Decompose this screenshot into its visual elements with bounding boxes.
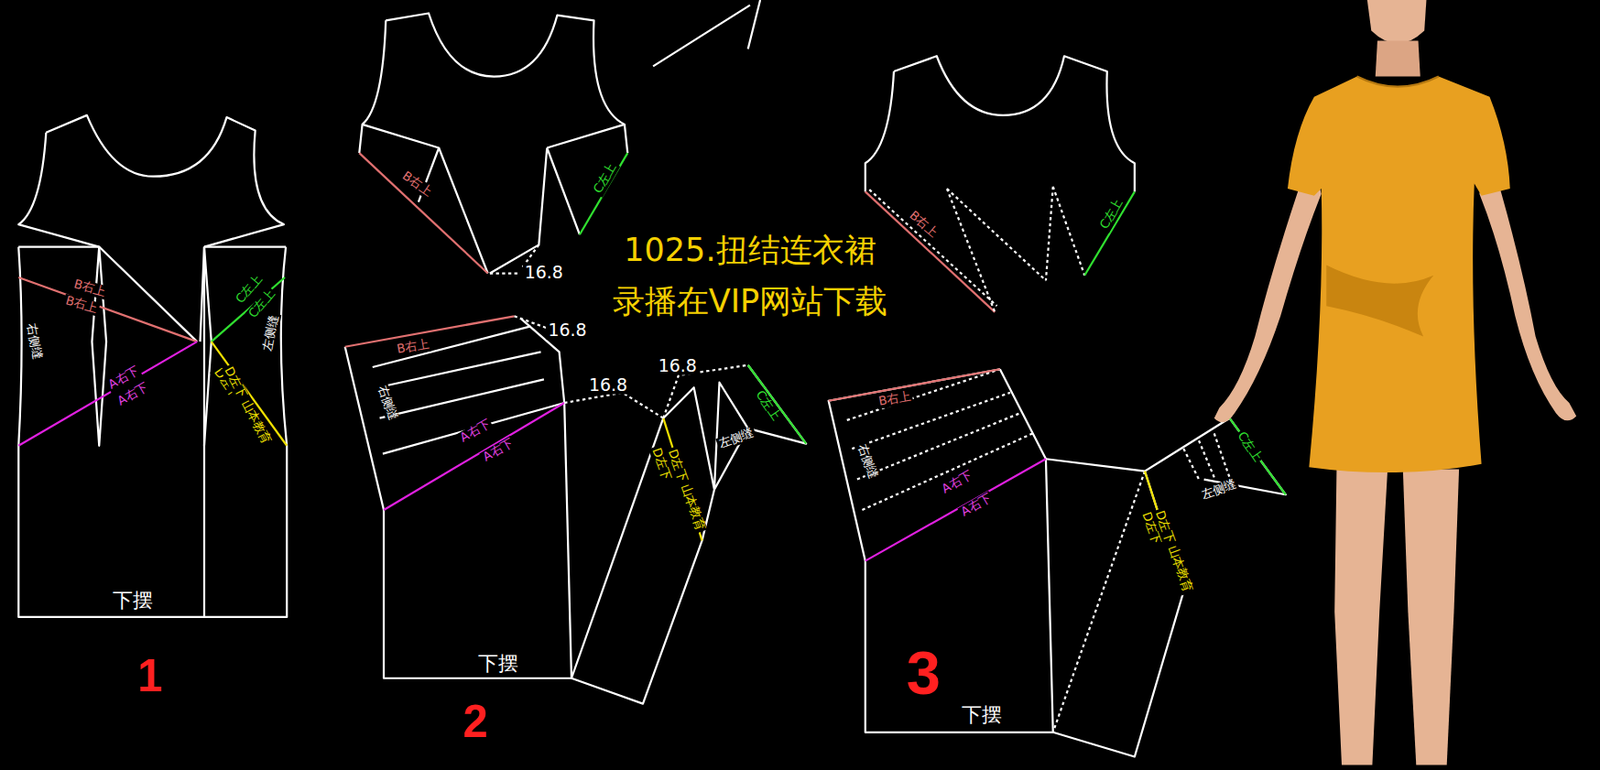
pattern-label: 下摆 [110,588,155,612]
pattern-label: D左下 山本教育 [663,446,708,534]
pattern-label: 左侧缝 [261,313,282,355]
pattern-label: 下摆 [476,652,521,675]
subtitle-note: 录播在VIP网站下载 [610,282,891,319]
pattern-label: 下摆 [959,703,1004,727]
pattern-label: 16.8 [545,319,588,339]
pattern-label: A右下 [478,435,517,466]
diagram-title: 1025.扭结连衣裙 [620,230,880,270]
pattern-label: A右下 [457,416,495,447]
pattern-label: 右侧缝 [23,321,44,363]
pattern-label: 1 [135,652,164,702]
pattern-label: 右侧缝 [374,381,402,424]
pattern-label: C左上 [589,159,620,197]
pattern-label: C左上 [1232,428,1265,467]
pattern-label: 16.8 [522,262,566,283]
pattern-label: 3 [904,640,943,708]
pattern-label: 16.8 [656,355,699,375]
pattern-label: D左下 山本教育 [1152,507,1196,596]
pattern-label: D左下 山本教育 [219,363,273,448]
pattern-label: A右下 [957,489,996,520]
pattern-label: A右下 [937,468,976,498]
pattern-label: B右上 [905,207,942,241]
pattern-label: 2 [461,697,490,748]
pattern-label: 右侧缝 [854,440,882,482]
pattern-label: 16.8 [587,375,630,395]
